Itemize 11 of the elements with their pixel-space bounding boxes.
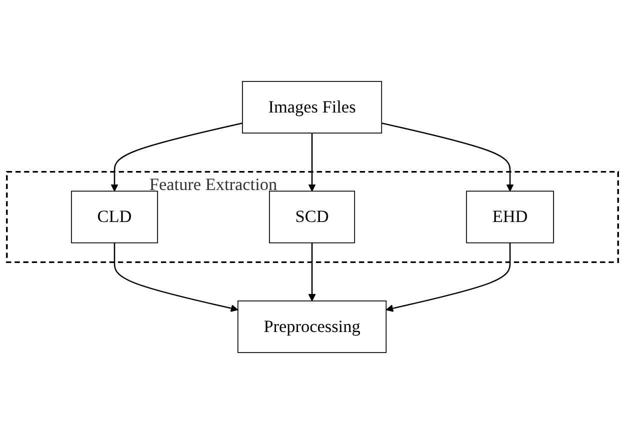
arrow	[308, 242, 316, 302]
node-box: CLD	[71, 190, 158, 244]
arrow	[381, 122, 514, 192]
arrow	[308, 133, 316, 192]
arrow	[386, 242, 511, 312]
node-box: EHD	[466, 190, 554, 244]
node-box: Images Files	[242, 80, 382, 134]
arrow	[114, 242, 238, 312]
node-box: Preprocessing	[237, 300, 387, 354]
node-box: SCD	[269, 190, 356, 244]
arrow	[110, 122, 243, 192]
